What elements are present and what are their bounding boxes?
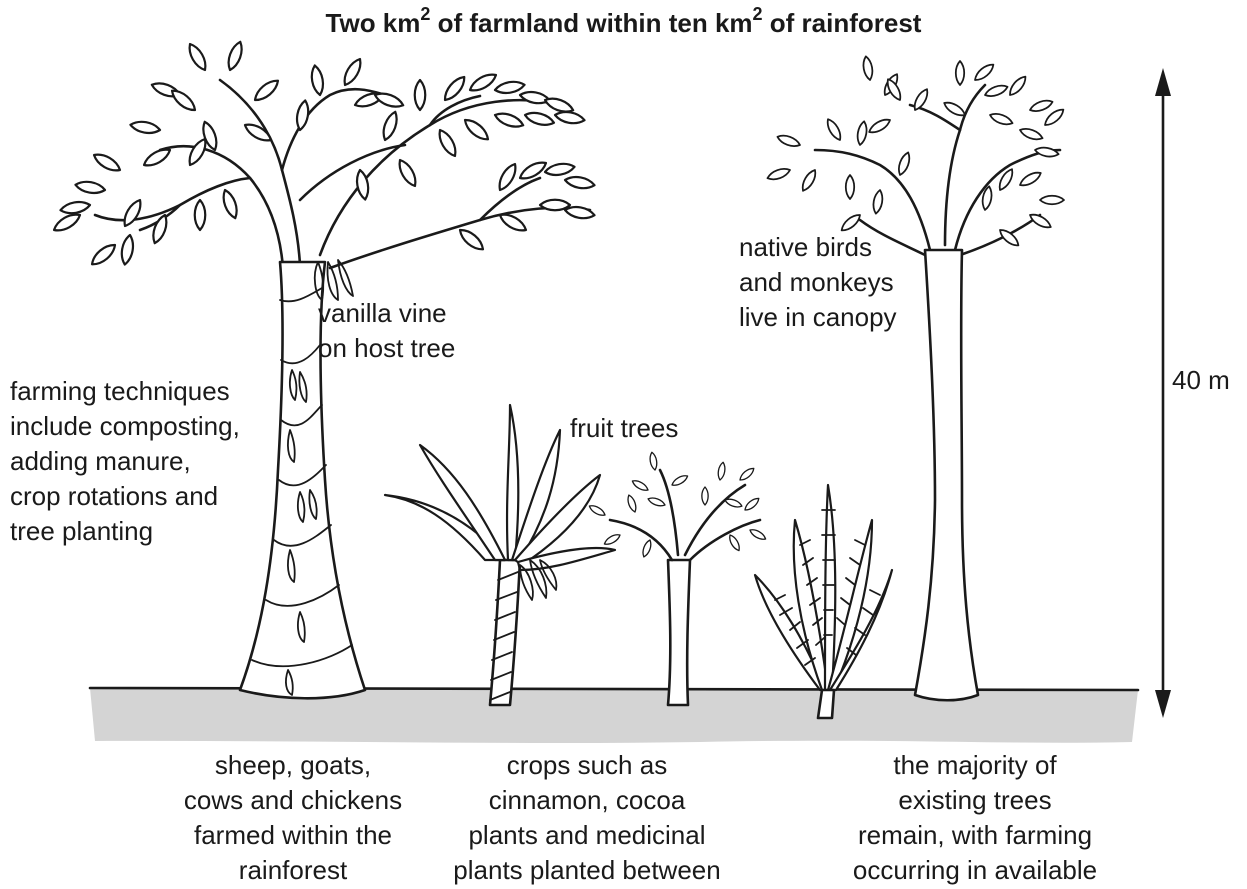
label-crops-text: crops such as cinnamon, cocoa plants and… bbox=[449, 748, 724, 889]
diagram-title: Two km2 of farmland within ten km2 of ra… bbox=[0, 6, 1247, 40]
label-livestock: sheep, goats, cows and chickens farmed w… bbox=[128, 713, 458, 888]
title-part-2: of farmland within ten km bbox=[430, 8, 752, 38]
label-fruit-trees: fruit trees bbox=[570, 411, 678, 446]
label-native-birds: native birds and monkeys live in canopy bbox=[739, 230, 897, 335]
title-superscript-2: 2 bbox=[753, 4, 763, 24]
label-farming-techniques: farming techniques include composting, a… bbox=[6, 374, 244, 549]
height-arrow bbox=[1155, 68, 1171, 718]
title-part-1: Two km bbox=[326, 8, 421, 38]
label-livestock-text: sheep, goats, cows and chickens farmed w… bbox=[180, 748, 406, 888]
fruit-tree-small bbox=[588, 452, 767, 705]
fruit-tree-palm bbox=[385, 405, 615, 705]
medicinal-shrub bbox=[755, 485, 892, 718]
label-existing-trees-text: the majority of existing trees remain, w… bbox=[849, 748, 1101, 889]
label-existing-trees: the majority of existing trees remain, w… bbox=[812, 713, 1138, 889]
label-crops: crops such as cinnamon, cocoa plants and… bbox=[442, 713, 732, 889]
title-superscript-1: 2 bbox=[420, 4, 430, 24]
label-height: 40 m bbox=[1172, 363, 1230, 398]
title-part-3: of rainforest bbox=[763, 8, 922, 38]
label-vanilla-vine: vanilla vine on host tree bbox=[318, 296, 455, 366]
